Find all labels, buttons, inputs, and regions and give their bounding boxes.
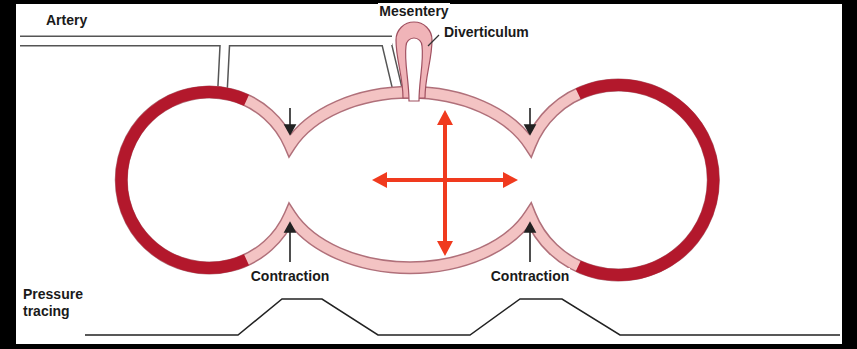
arrow-head (285, 223, 295, 232)
action-label: Contraction (490, 268, 571, 285)
axis-label: Pressure tracing (22, 286, 92, 320)
colon-wall-edge (121, 85, 713, 275)
white-panel (16, 4, 842, 344)
colon-wall (121, 85, 713, 275)
arrow-head (525, 223, 535, 232)
action-label: Contraction (250, 268, 331, 285)
red-wall (578, 85, 713, 275)
arrow-head (372, 172, 387, 188)
part-label: Diverticulum (443, 24, 530, 41)
arrow-line (443, 122, 447, 246)
diverticulum (406, 38, 423, 101)
arrow-line (529, 231, 531, 262)
arrow-head (437, 241, 453, 256)
arrow-line (289, 108, 291, 126)
red-wall (121, 92, 246, 268)
part-label: Mesentery (378, 3, 449, 20)
arrow-head (285, 125, 295, 134)
pressure-trace (85, 299, 840, 335)
arrow-line (529, 108, 531, 126)
pressure-cross (372, 110, 518, 256)
arrow-head (503, 172, 518, 188)
leader-line (428, 35, 439, 46)
arrow-line (289, 231, 291, 262)
part-label: Artery (45, 12, 88, 29)
arrow-head (437, 110, 453, 125)
contraction-arrows (285, 108, 535, 262)
arrow-head (525, 125, 535, 134)
